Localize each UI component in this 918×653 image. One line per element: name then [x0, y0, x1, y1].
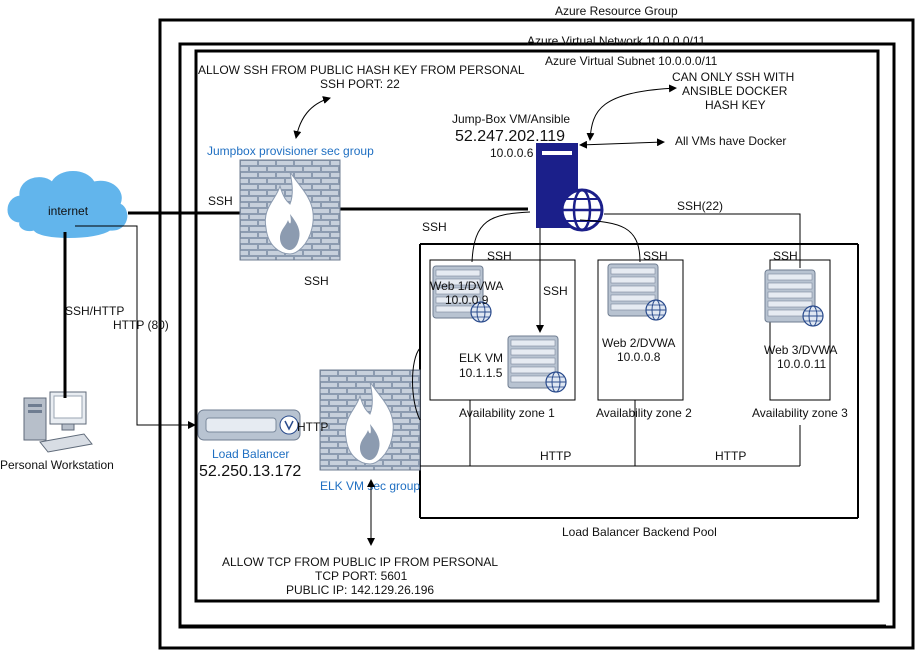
resource-group-label: Azure Resource Group	[555, 4, 678, 18]
ssh-web2-label: SSH	[643, 249, 668, 263]
ssh-web3-label: SSH	[773, 249, 798, 263]
ssh-web1-label: SSH	[487, 249, 512, 263]
jumpbox-sg-label: Jumpbox provisioner sec group	[207, 144, 374, 158]
internet-label: internet	[48, 204, 89, 218]
subnet-box	[194, 49, 880, 603]
load-balancer-ip: 52.250.13.172	[199, 463, 301, 480]
ansible-note-line3: HASH KEY	[705, 98, 766, 112]
workstation-icon	[23, 391, 93, 453]
jumpbox-server-icon	[536, 143, 604, 232]
availability-zone-2-box	[597, 259, 684, 401]
web2-server-icon	[607, 263, 667, 321]
web1-name: Web 1/DVWA	[430, 279, 503, 293]
http-80-edge-label: HTTP (80)	[113, 318, 169, 332]
jumpbox-firewall-icon	[239, 159, 341, 261]
ssh-http-edge-label: SSH/HTTP	[65, 304, 124, 318]
web3-name: Web 3/DVWA	[764, 343, 837, 357]
elk-name: ELK VM	[459, 351, 503, 365]
web1-ip: 10.0.0.9	[445, 293, 489, 307]
ssh-rule-line2: SSH PORT: 22	[320, 77, 400, 91]
elk-server-icon	[507, 335, 567, 393]
load-balancer-icon	[197, 409, 301, 441]
zone3-label: Availability zone 3	[752, 406, 848, 420]
tcp-rule-line3: PUBLIC IP: 142.129.26.196	[286, 583, 434, 597]
web2-ip: 10.0.0.8	[617, 350, 661, 364]
jumpbox-private-ip: 10.0.0.6	[490, 146, 534, 160]
load-balancer-name: Load Balancer	[212, 447, 289, 461]
ansible-note-line2: ANSIBLE DOCKER	[682, 84, 788, 98]
elk-sg-label: ELK VM sec group	[320, 479, 420, 493]
zone1-label: Availability zone 1	[459, 406, 555, 420]
ssh-internet-edge-label: SSH	[208, 194, 233, 208]
vnet-label: Azure Virtual Network 10.0.0.0/11	[527, 34, 706, 48]
jumpbox-public-ip: 52.247.202.119	[455, 128, 565, 145]
jumpbox-name: Jump-Box VM/Ansible	[452, 112, 570, 126]
zone2-label: Availability zone 2	[596, 406, 692, 420]
subnet-label: Azure Virtual Subnet 10.0.0.0/11	[545, 54, 718, 68]
ssh-elk-label: SSH	[543, 284, 568, 298]
ssh-below-sg-label: SSH	[304, 274, 329, 288]
workstation-label: Personal Workstation	[0, 458, 114, 472]
http-b-label: HTTP	[715, 449, 746, 463]
docker-note: All VMs have Docker	[675, 134, 786, 148]
availability-zone-1-box	[429, 259, 576, 401]
ssh-rule-line1: ALLOW SSH FROM PUBLIC HASH KEY FROM PERS…	[198, 63, 525, 77]
elk-ip: 10.1.1.5	[459, 366, 503, 380]
internet-cloud-icon	[7, 171, 128, 238]
ssh-jump-left-label: SSH	[422, 220, 447, 234]
http-lb-label: HTTP	[297, 420, 328, 434]
ansible-note-line1: CAN ONLY SSH WITH	[672, 70, 794, 84]
tcp-rule-line1: ALLOW TCP FROM PUBLIC IP FROM PERSONAL	[222, 555, 498, 569]
tcp-rule-line2: TCP PORT: 5601	[315, 569, 408, 583]
web3-ip: 10.0.0.11	[777, 357, 826, 371]
ssh-22-label: SSH(22)	[677, 199, 723, 213]
web2-name: Web 2/DVWA	[602, 336, 675, 350]
http-a-label: HTTP	[540, 449, 571, 463]
backend-pool-label: Load Balancer Backend Pool	[562, 525, 717, 539]
elk-firewall-icon	[319, 369, 421, 471]
resource-group-box	[158, 18, 915, 650]
web3-server-icon	[764, 269, 824, 327]
